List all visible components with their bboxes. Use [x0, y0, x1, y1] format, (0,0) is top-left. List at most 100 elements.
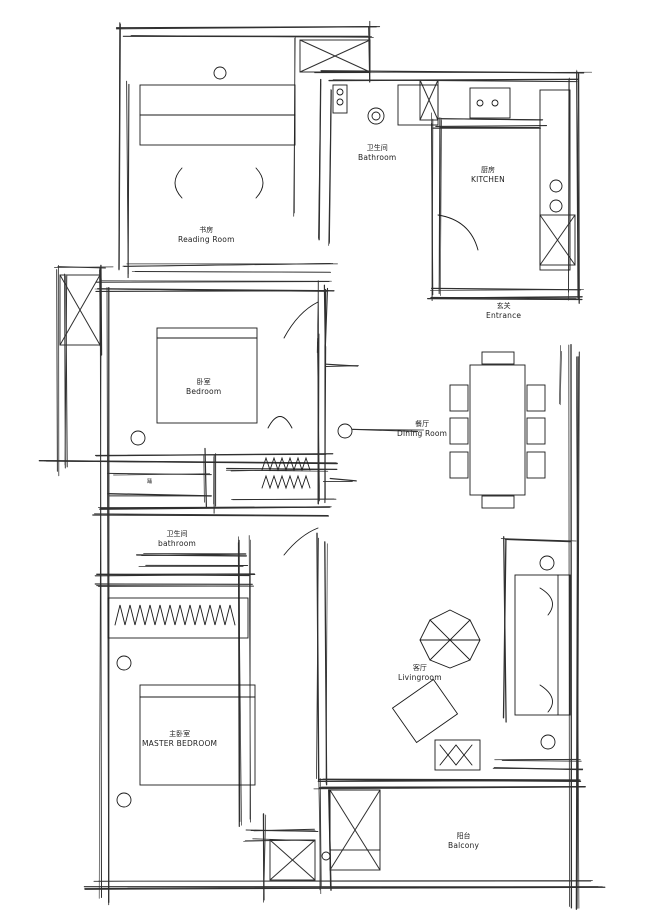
label-bedroom: 卧室 Bedroom: [186, 378, 221, 396]
wall-stroke: [203, 455, 205, 503]
wall-stroke: [118, 22, 121, 271]
kitchen-sink: [469, 87, 511, 119]
wall-stroke: [101, 280, 332, 282]
bathroom-mid-en: bathroom: [158, 539, 197, 548]
rug-pattern: [439, 744, 473, 766]
column-block: [269, 839, 316, 881]
column-block: [299, 39, 371, 73]
wall-stroke: [325, 543, 328, 784]
wall-stroke: [568, 344, 570, 907]
small-mark: 踊: [147, 479, 153, 485]
dining-chair-right-1: [526, 384, 546, 412]
master-wardrobe: [107, 597, 249, 639]
wall-stroke: [575, 356, 579, 910]
wall-stroke: [226, 467, 338, 471]
wall-stroke: [64, 273, 66, 469]
stove-burner-icon-2: [549, 199, 563, 213]
dining-chair-top: [481, 351, 515, 365]
sofa-lamp-icon-2: [540, 734, 556, 750]
wall-stroke: [502, 539, 507, 719]
sofa-lamp-icon: [539, 555, 555, 571]
wall-stroke: [441, 118, 544, 121]
wall-stroke: [576, 351, 580, 909]
dining-room-zh: 餐厅: [415, 420, 430, 428]
label-bathroom-top: 卫生间 Bathroom: [358, 144, 396, 162]
column-hatch: [329, 789, 381, 871]
wall-stroke: [427, 297, 583, 301]
wall-stroke: [325, 365, 359, 367]
wall-stroke: [500, 538, 577, 542]
wall-stroke: [440, 120, 442, 296]
bedroom-lamp-icon: [130, 430, 146, 446]
wall-stroke: [92, 514, 330, 517]
bedroom-bed: [156, 327, 258, 424]
dining-chair-right-2: [526, 417, 546, 445]
wall-stroke: [328, 89, 332, 244]
wardrobe-hangers: [261, 456, 311, 472]
label-livingroom: 客厅 Livingroom: [398, 664, 442, 682]
wall-stroke: [99, 573, 255, 575]
column-hatch: [299, 39, 371, 73]
entrance-zh: 玄关: [496, 302, 511, 310]
column-hatch: [59, 274, 101, 346]
kitchen-door-swing: [437, 214, 479, 251]
wall-stroke: [84, 886, 606, 890]
column-hatch: [419, 79, 439, 121]
master-bed: [139, 684, 256, 786]
wall-stroke: [131, 271, 331, 273]
toilet-icon: [367, 107, 385, 125]
bathroom-top-en: Bathroom: [358, 153, 397, 162]
wall-stroke: [94, 573, 256, 577]
wall-stroke: [501, 760, 582, 762]
wall-stroke: [316, 532, 320, 782]
wall-stroke: [44, 460, 337, 464]
wall-stroke: [429, 296, 583, 299]
wall-stroke: [577, 73, 580, 304]
wall-stroke: [94, 513, 329, 516]
balcony-drain-icon: [321, 851, 331, 861]
sink-tap-icon: [476, 99, 484, 107]
wall-stroke: [504, 538, 571, 543]
wall-stroke: [248, 535, 251, 823]
master-lamp-icon: [116, 655, 132, 671]
sink-tap-icon-2: [491, 99, 499, 107]
label-entrance: 玄关 Entrance: [486, 302, 521, 320]
wall-stroke: [95, 280, 330, 283]
dining-chair-right-3: [526, 451, 546, 479]
dining-room-en: Dining Room: [397, 429, 448, 438]
dining-table: [469, 364, 526, 496]
wall-stroke: [559, 350, 562, 406]
label-reading-room: 书房 Reading Room: [178, 226, 235, 244]
coffee-table: [434, 739, 481, 771]
livingroom-zh: 客厅: [412, 664, 427, 672]
wall-stroke: [317, 779, 579, 783]
master-bedroom-zh: 主卧室: [169, 730, 191, 738]
sofa-cushion-arc: [539, 587, 553, 616]
bathroom-mid-zh: 卫生间: [166, 530, 188, 538]
wall-stroke: [204, 447, 208, 509]
wall-stroke: [576, 71, 579, 300]
wall-stroke: [98, 278, 102, 899]
bedroom-zh: 卧室: [196, 378, 211, 386]
master-wardrobe-hangers: [114, 604, 236, 626]
wall-stroke: [438, 117, 441, 295]
balcony-en: Balcony: [448, 841, 480, 850]
wall-stroke: [293, 36, 296, 217]
wall-stroke: [141, 553, 247, 556]
basin-icon: [336, 88, 344, 96]
bedroom-en: Bedroom: [186, 387, 222, 396]
wall-stroke: [317, 333, 320, 505]
bath-door-swing: [283, 527, 319, 556]
wall-stroke: [431, 123, 434, 296]
wall-stroke: [99, 280, 102, 898]
dining-chair-left-1: [449, 384, 469, 412]
column-hatch: [269, 839, 316, 881]
bedroom-chair-arc: [267, 416, 293, 429]
furniture: [107, 66, 571, 861]
basin-icon-2: [336, 98, 344, 106]
toilet-inner-icon: [371, 111, 381, 121]
sketch-walls: [38, 20, 606, 910]
wall-stroke: [435, 125, 548, 127]
wall-stroke: [576, 356, 580, 909]
